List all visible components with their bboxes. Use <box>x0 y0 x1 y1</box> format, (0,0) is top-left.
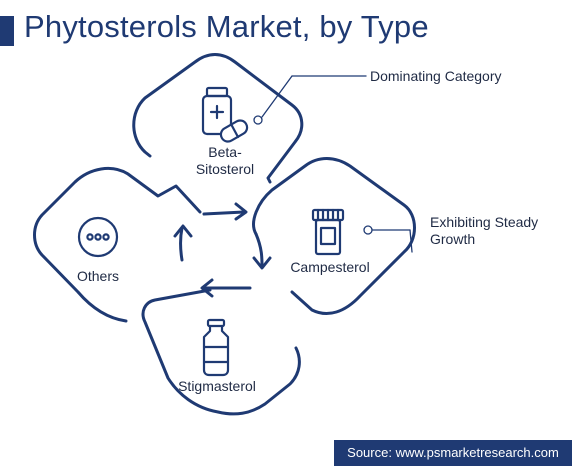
callout-steady-line1: Exhibiting Steady <box>430 214 539 230</box>
stigmasterol-shape <box>141 288 301 416</box>
title-accent-bar <box>0 16 14 46</box>
page-title: Phytosterols Market, by Type <box>24 9 429 44</box>
callout-dominating-text: Dominating Category <box>370 68 502 84</box>
callout-steady-growth-line <box>363 225 413 253</box>
others-shape <box>33 166 202 323</box>
arrowhead-left-to-top <box>173 224 193 238</box>
beta-sitosterol-label: Beta- Sitosterol <box>190 144 260 178</box>
callout-steady-line2: Growth <box>430 231 476 247</box>
beta-label-line2: Sitosterol <box>195 161 255 177</box>
arrow-top-to-right <box>202 210 246 216</box>
arrowhead-top-to-right <box>234 202 248 221</box>
beta-label-line1: Beta- <box>208 144 242 160</box>
medicine-bottle-and-capsule-icon <box>201 86 249 143</box>
more-dots-icon <box>77 216 119 258</box>
arrowhead-bottom-to-left <box>200 278 214 298</box>
arrow-right-to-bottom <box>254 232 264 268</box>
arrow-left-to-top <box>179 226 184 262</box>
campesterol-shape <box>252 157 416 315</box>
stigmasterol-label: Stigmasterol <box>178 378 256 394</box>
callout-dominating-line <box>253 75 367 125</box>
callout-steady-growth-text: Exhibiting Steady Growth <box>430 214 538 248</box>
campesterol-label: Campesterol <box>290 259 370 275</box>
vial-icon <box>202 318 230 377</box>
pill-bottle-icon <box>311 208 345 256</box>
source-banner: Source: www.psmarketresearch.com <box>334 440 572 466</box>
arrowhead-right-to-bottom <box>252 256 272 270</box>
beta-sitosterol-shape <box>132 53 304 184</box>
others-label: Others <box>76 268 119 284</box>
